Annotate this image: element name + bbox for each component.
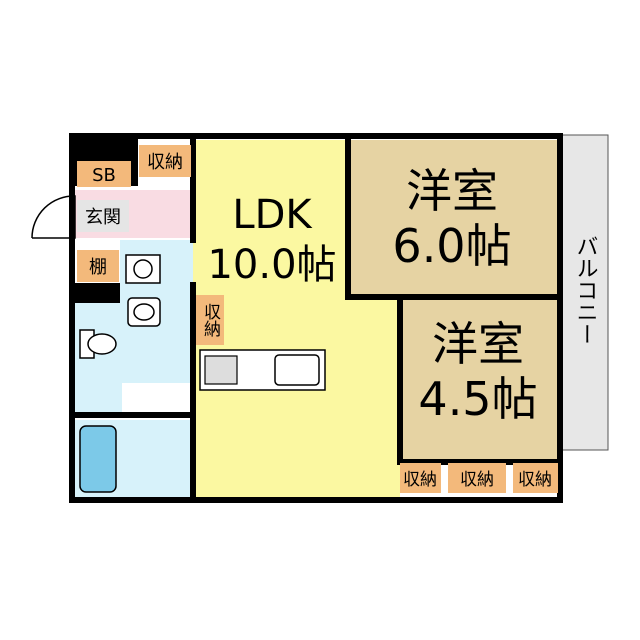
storage-b2-tag: 収納 bbox=[448, 463, 506, 493]
storage-mid-tag: 収納 bbox=[196, 295, 224, 345]
entrance-label: 玄関 bbox=[85, 207, 121, 228]
storage-b1-tag: 収納 bbox=[400, 463, 441, 493]
ldk-name: LDK bbox=[232, 192, 313, 238]
walls bbox=[69, 133, 563, 503]
western-room-6-name: 洋室 bbox=[406, 164, 498, 218]
stove-icon bbox=[204, 355, 238, 385]
balcony-label: バルコニー bbox=[573, 235, 598, 345]
western-room-6-size: 6.0帖 bbox=[392, 219, 511, 273]
sb-tag: SB bbox=[77, 161, 131, 187]
storage-mid-label: 収納 bbox=[200, 303, 221, 338]
storage-entry-label: 収納 bbox=[147, 152, 183, 173]
shelf-tag: 棚 bbox=[77, 250, 119, 282]
wash-basin-icon bbox=[127, 297, 161, 327]
ldk-room bbox=[193, 140, 400, 500]
ldk-size: 10.0帖 bbox=[207, 242, 336, 288]
washer-drum-icon bbox=[133, 259, 153, 279]
balcony-area bbox=[559, 134, 609, 451]
western-room-4-5-area bbox=[400, 297, 558, 462]
western-room-4-5-name: 洋室 bbox=[432, 317, 524, 371]
sink-icon bbox=[274, 354, 320, 386]
storage-entry-tag: 収納 bbox=[139, 145, 191, 177]
entrance-tag: 玄関 bbox=[77, 200, 129, 232]
western-room-4-5-size: 4.5帖 bbox=[418, 372, 537, 426]
storage-b1-label: 収納 bbox=[403, 470, 437, 490]
washer-icon bbox=[125, 254, 161, 284]
storage-b3-label: 収納 bbox=[518, 470, 552, 490]
wall-block bbox=[72, 283, 120, 303]
shelf-label: 棚 bbox=[89, 257, 107, 278]
western-room-6-area bbox=[348, 140, 558, 297]
basin-bowl-icon bbox=[133, 303, 155, 321]
entrance-door-icon bbox=[31, 195, 76, 239]
sb-label: SB bbox=[92, 165, 116, 186]
storage-b2-label: 収納 bbox=[460, 470, 494, 490]
bathtub-icon bbox=[79, 425, 117, 493]
storage-b3-tag: 収納 bbox=[513, 463, 558, 493]
toilet-bowl-icon bbox=[87, 333, 117, 355]
